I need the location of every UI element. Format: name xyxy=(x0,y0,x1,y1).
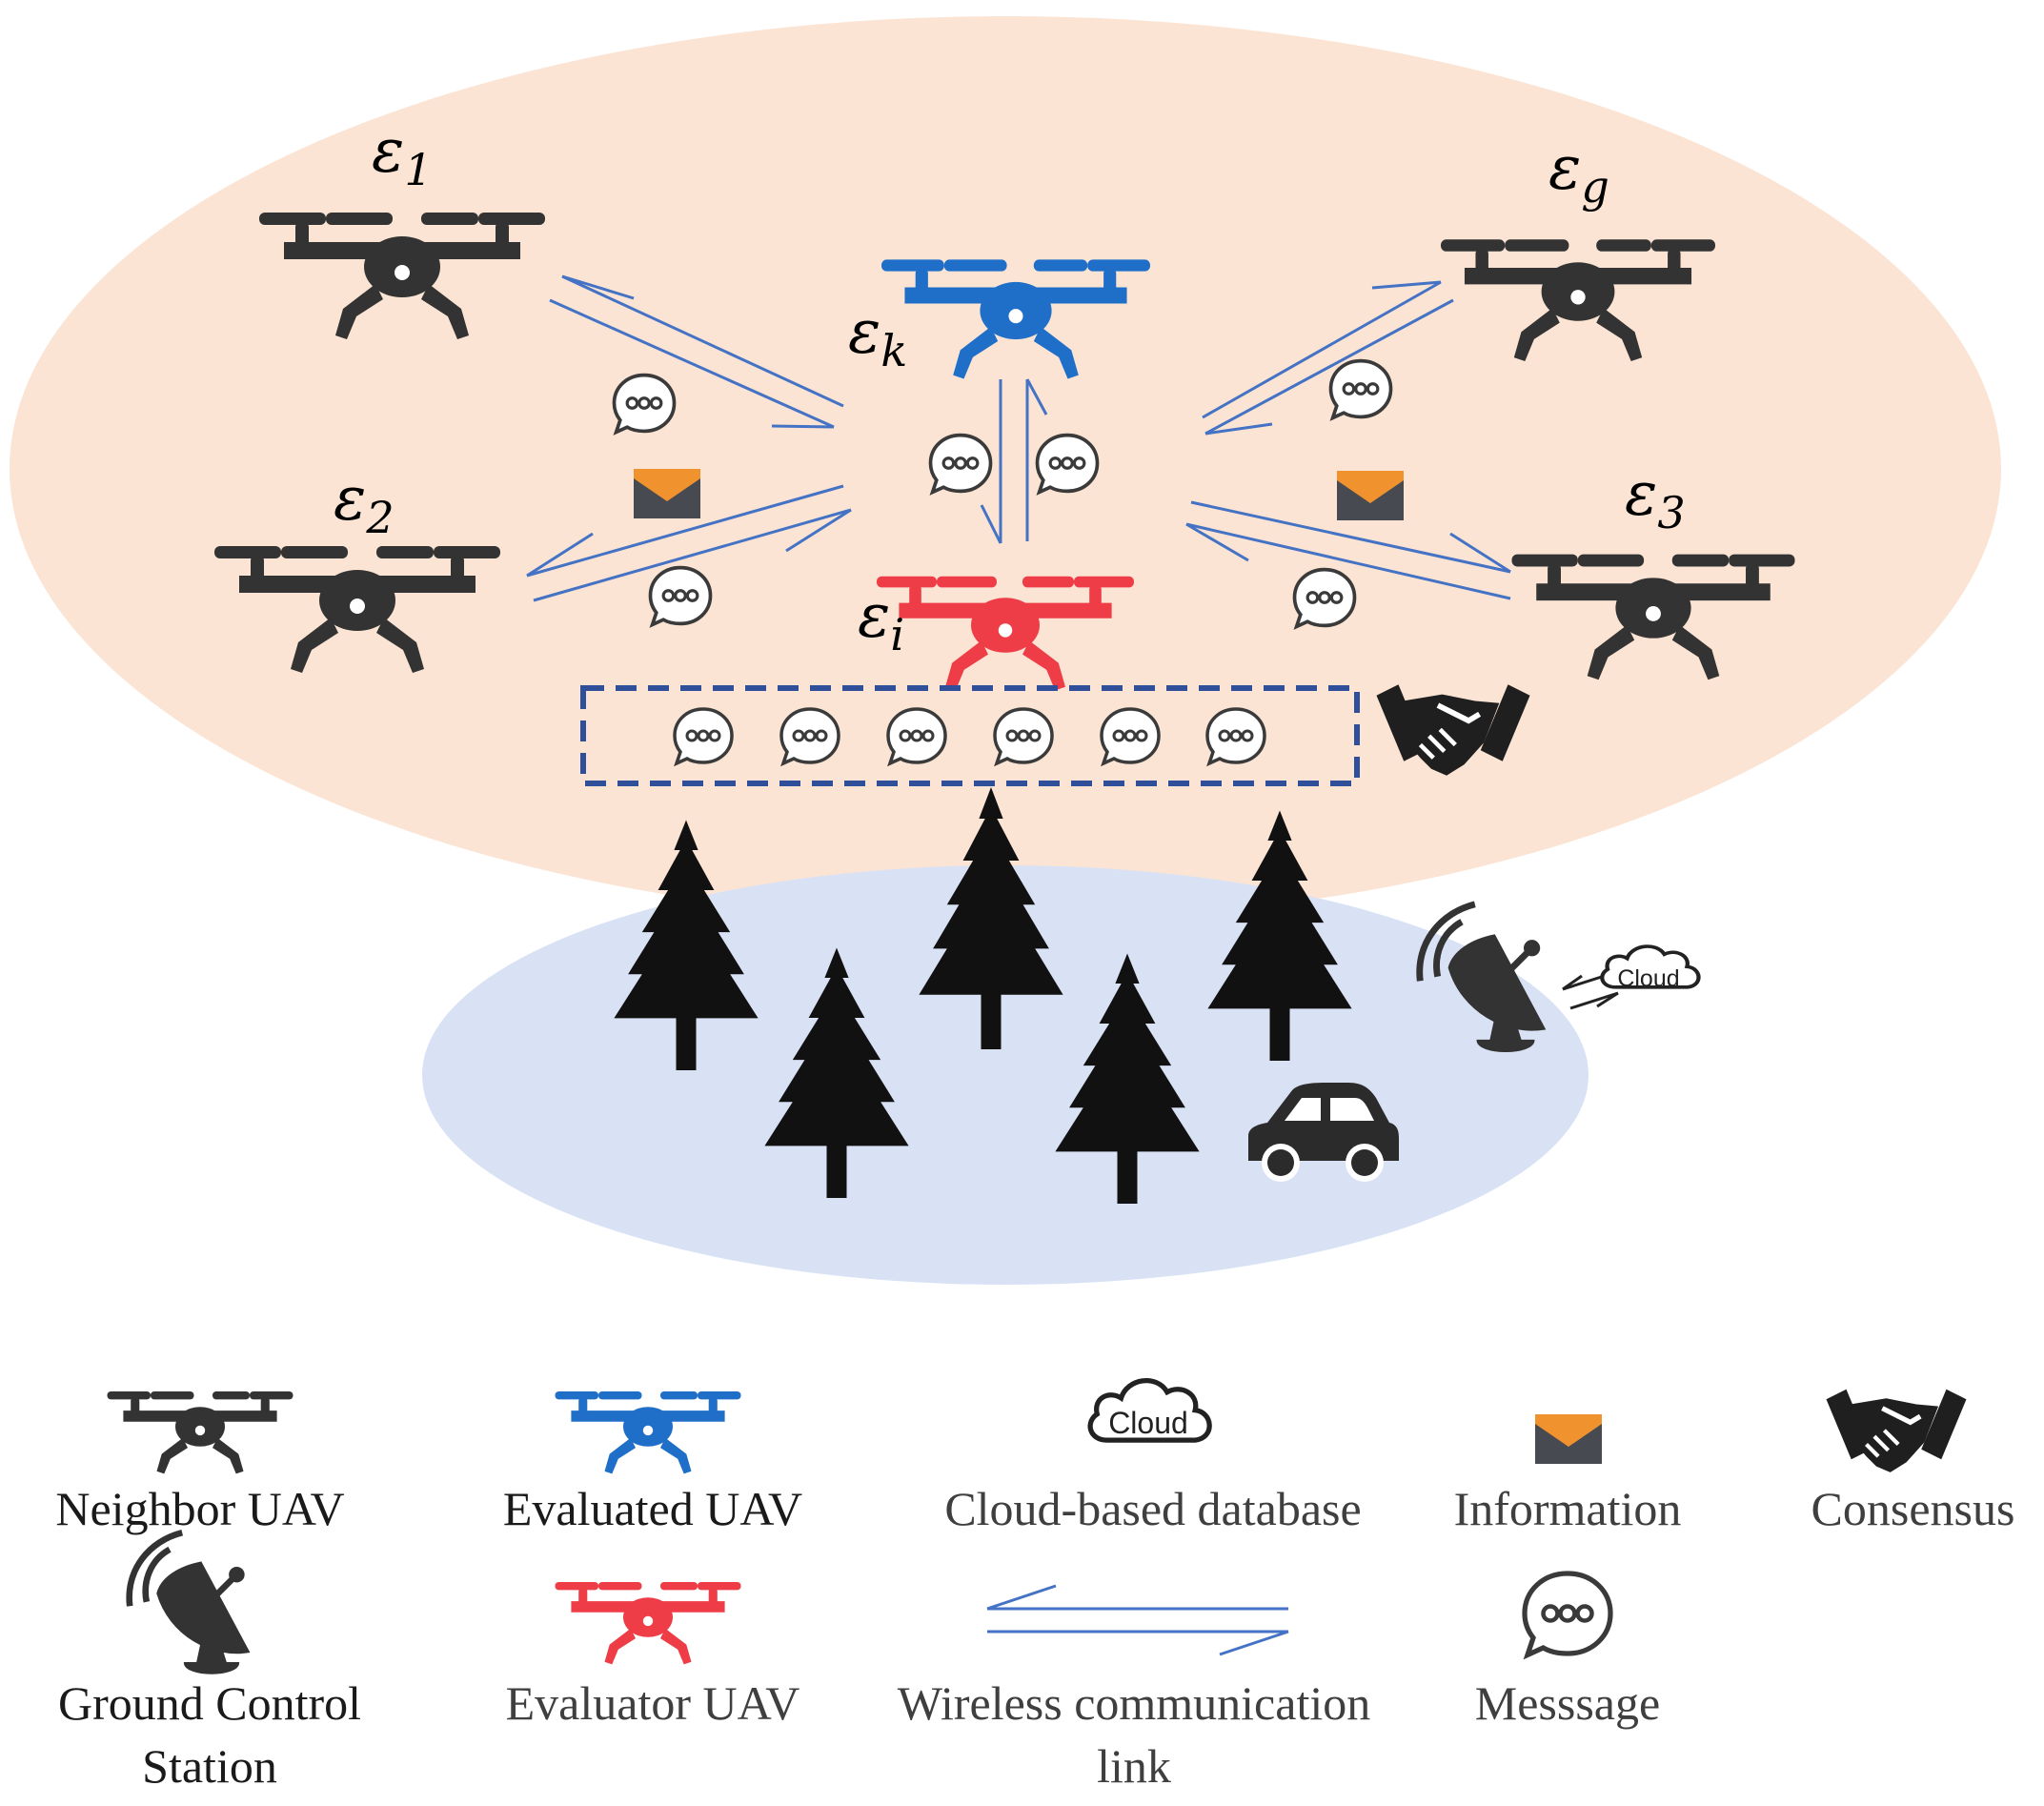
message-icon xyxy=(612,373,677,435)
legend-wireless-link-label-line2: link xyxy=(1097,1739,1171,1793)
message-icon xyxy=(1328,358,1393,420)
uav-label-e3: ε3 xyxy=(1625,459,1686,538)
legend-envelope-icon xyxy=(1535,1414,1602,1464)
message-icon xyxy=(928,433,993,495)
consensus-box xyxy=(580,685,1360,786)
legend-wireless-link-icon xyxy=(986,1584,1289,1656)
legend-cloud-db-label: Cloud-based database xyxy=(944,1482,1362,1535)
air-zone xyxy=(10,16,2001,922)
cloud-icon-text: Cloud xyxy=(1617,965,1679,992)
legend-neighbor-uav-label: Neighbor UAV xyxy=(55,1482,345,1535)
legend-message-icon xyxy=(1525,1573,1610,1655)
legend-cloud-icon-text: Cloud xyxy=(1108,1406,1188,1440)
envelope-icon xyxy=(1337,471,1404,520)
legend-neighbor-uav-icon xyxy=(107,1390,293,1474)
message-icon xyxy=(1035,433,1100,495)
uav-label-ek: εk xyxy=(848,297,907,376)
message-icon xyxy=(886,707,947,765)
legend-evaluated-uav-label: Evaluated UAV xyxy=(502,1482,803,1535)
message-icon xyxy=(779,707,840,765)
uav-label-ei: εi xyxy=(858,581,904,660)
legend-gcs-label-line1: Ground Control xyxy=(57,1676,362,1730)
legend-gcs-label-line2: Station xyxy=(142,1739,277,1793)
uav-label-eg: εg xyxy=(1548,133,1609,213)
message-icon xyxy=(993,707,1054,765)
legend-evaluator-uav-label: Evaluator UAV xyxy=(505,1676,800,1730)
legend-information-label: Information xyxy=(1453,1482,1682,1535)
legend-consensus-label: Consensus xyxy=(1811,1482,2015,1535)
legend-handshake-icon xyxy=(1827,1390,1967,1472)
legend-message-label: Messsage xyxy=(1474,1676,1661,1730)
legend-wireless-link-label-line1: Wireless communication xyxy=(897,1676,1371,1730)
message-icon xyxy=(1292,567,1357,629)
legend-evaluated-uav-icon xyxy=(555,1390,741,1474)
legend-evaluator-uav-icon xyxy=(555,1581,741,1665)
message-icon xyxy=(673,707,734,765)
legend-satellite-dish-icon xyxy=(130,1532,250,1674)
uav-label-e1: ε1 xyxy=(372,116,433,195)
wireless-links xyxy=(526,274,1511,602)
message-icon xyxy=(1205,707,1266,765)
envelope-icon xyxy=(634,469,700,518)
message-icon xyxy=(648,565,713,627)
uav-label-e2: ε2 xyxy=(334,464,395,543)
message-icon xyxy=(1100,707,1161,765)
